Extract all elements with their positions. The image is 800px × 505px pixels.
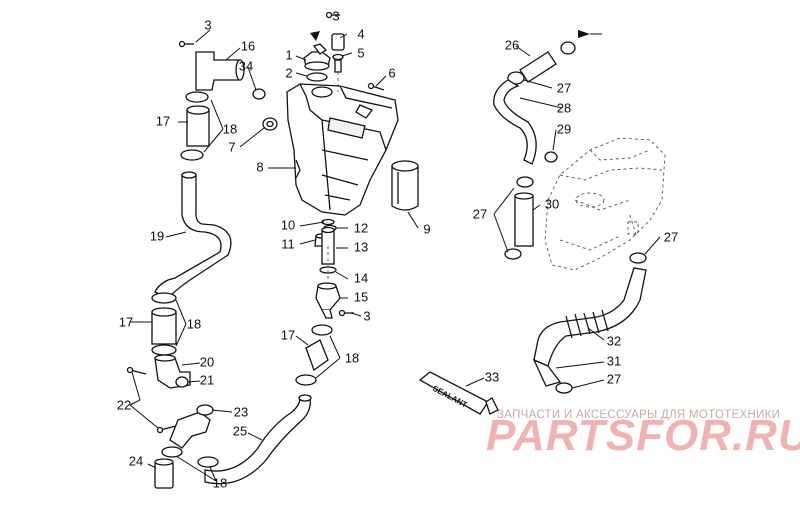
- arrow-marker-right: [578, 30, 590, 38]
- callout-9: 9: [423, 221, 430, 236]
- tube-13: [321, 226, 335, 265]
- callout-3a: 3: [204, 17, 211, 32]
- clamp-18c-b: [197, 456, 219, 468]
- callout-18d: 18: [345, 350, 359, 365]
- callout-22: 22: [117, 397, 131, 412]
- filter-element: [391, 160, 419, 211]
- flex-hose-32: [533, 267, 647, 367]
- callout-17a: 17: [156, 113, 170, 128]
- callout-2: 2: [285, 65, 292, 80]
- callout-1: 1: [285, 47, 292, 62]
- callout-31: 31: [607, 353, 621, 368]
- callout-19: 19: [150, 228, 164, 243]
- callout-27a: 27: [557, 80, 571, 95]
- callout-18c: 18: [213, 475, 227, 490]
- clamp-18c-a: [161, 446, 183, 458]
- vent-fitting: [331, 33, 345, 92]
- watermark-subtitle: ЗАПЧАСТИ И АКСЕССУАРЫ ДЛЯ МОТОТЕХНИКИ: [497, 409, 780, 421]
- callout-14: 14: [354, 270, 368, 285]
- callout-17c: 17: [281, 327, 295, 342]
- o-ring-34: [252, 88, 266, 100]
- callout-33: 33: [485, 369, 499, 384]
- callout-34: 34: [239, 58, 253, 73]
- callout-25: 25: [233, 423, 247, 438]
- callout-6: 6: [388, 65, 395, 80]
- callout-3c: 3: [332, 8, 339, 23]
- callout-23: 23: [234, 404, 248, 419]
- callout-4: 4: [357, 26, 364, 41]
- clamp-27b-top: [516, 176, 534, 188]
- callout-8: 8: [256, 159, 263, 174]
- elbow-fitting-15: [315, 282, 341, 319]
- o-ring-23: [196, 404, 214, 416]
- grommet: [262, 117, 278, 131]
- hose-30: [514, 192, 534, 247]
- callout-12: 12: [354, 220, 368, 235]
- hose-17a: [186, 105, 210, 147]
- grommet-29: [544, 151, 558, 163]
- callout-21: 21: [200, 372, 214, 387]
- callout-29: 29: [557, 121, 571, 136]
- callout-27b: 27: [473, 206, 487, 221]
- callout-27d: 27: [607, 371, 621, 386]
- callout-13: 13: [354, 239, 368, 254]
- callout-7: 7: [228, 139, 235, 154]
- callout-27c: 27: [664, 229, 678, 244]
- clamp-27d: [555, 382, 573, 394]
- o-ring-21: [175, 376, 189, 388]
- callout-20: 20: [200, 354, 214, 369]
- leader-lines: [129, 29, 661, 482]
- hose-17c: [305, 339, 329, 372]
- callout-10: 10: [281, 217, 295, 232]
- callout-30: 30: [545, 196, 559, 211]
- callout-26: 26: [505, 37, 519, 52]
- callout-24: 24: [129, 453, 143, 468]
- callout-32: 32: [607, 333, 621, 348]
- clamp-18d-a: [311, 324, 333, 336]
- watermark-brand: PARTSFOR.RU: [486, 411, 800, 460]
- callout-18a: 18: [223, 121, 237, 136]
- clamp-27a: [507, 71, 525, 85]
- elbow-fitting-23: [169, 411, 211, 449]
- screws-22: [126, 366, 177, 434]
- hose-clamp: [180, 91, 209, 161]
- clamp-27a-top: [560, 41, 576, 55]
- hose-28: [493, 79, 537, 165]
- callout-11: 11: [281, 236, 295, 251]
- callout-15: 15: [354, 289, 368, 304]
- callout-28: 28: [557, 100, 571, 115]
- callout-numbers: 3 16 34 17 18 19 17 18 20 21 22 23 24 18…: [117, 8, 678, 490]
- hose-clamp-b: [151, 292, 177, 304]
- callout-18b: 18: [187, 316, 201, 331]
- clamp-18d-b: [295, 374, 317, 386]
- callout-16: 16: [241, 38, 255, 53]
- callout-17b: 17: [119, 314, 133, 329]
- clamp-27b-bottom: [504, 248, 522, 260]
- oil-tank: [286, 83, 399, 216]
- hose-17b: [151, 307, 177, 356]
- arrow-marker-top: [310, 31, 320, 41]
- clamp-27c: [629, 252, 647, 264]
- cap-gasket: [306, 72, 328, 82]
- elbow-fitting-16: [195, 51, 245, 91]
- callout-5: 5: [357, 45, 364, 60]
- hose-31: [532, 358, 562, 387]
- engine-housing: [544, 137, 666, 271]
- hose-26: [519, 51, 557, 83]
- filler-cap: [303, 43, 331, 71]
- callout-3b: 3: [363, 308, 370, 323]
- hose-24: [154, 458, 174, 489]
